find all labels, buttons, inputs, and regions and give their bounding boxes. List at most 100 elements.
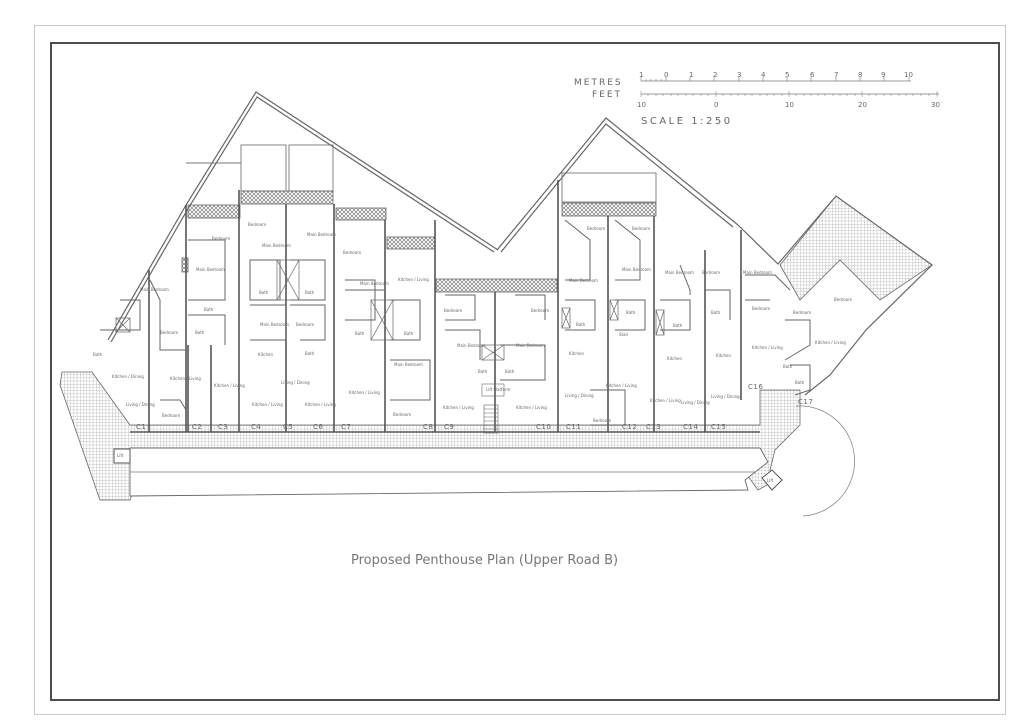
room-label: Bath	[576, 322, 586, 327]
room-label: Main Bedroom	[516, 343, 545, 348]
room-label: Main Bedroom	[307, 232, 336, 237]
room-label: Kitchen	[667, 356, 683, 361]
room-label: Bath	[711, 310, 721, 315]
stairs	[481, 383, 505, 434]
room-label: Bedroom	[752, 306, 771, 311]
room-label: Kitchen / Living	[606, 383, 637, 388]
room-label: Stair	[619, 332, 629, 337]
roof-terraces	[186, 144, 657, 203]
sheet-inner-border	[50, 42, 1000, 701]
room-label: Kitchen / Living	[752, 345, 783, 350]
room-label: Bath	[195, 330, 205, 335]
unit-label-c8: C8	[423, 423, 434, 431]
room-label: Bedroom	[444, 308, 463, 313]
room-label: Bath	[626, 310, 636, 315]
room-label: Main Bedroom	[622, 267, 651, 272]
room-label: Main Bedroom	[457, 343, 486, 348]
scale-bar-lines	[640, 77, 939, 97]
unit-label-c12: C12	[622, 423, 638, 431]
room-label: Bedroom	[632, 226, 651, 231]
room-label: Bath	[505, 369, 515, 374]
room-label: Main Bedroom	[262, 243, 291, 248]
unit-label-c17: C17	[798, 398, 814, 406]
room-label: Bath	[93, 352, 103, 357]
room-label: Main Bedroom	[260, 322, 289, 327]
unit-label-c10: C10	[536, 423, 552, 431]
unit-label-c13: C13	[646, 423, 662, 431]
room-label: Bedroom	[393, 412, 412, 417]
room-label: Bath	[305, 290, 315, 295]
room-label: Living / Dining	[281, 380, 310, 385]
unit-label-c9: C9	[444, 423, 455, 431]
room-label: Main Bedroom	[665, 270, 694, 275]
room-label: Bath	[204, 307, 214, 312]
room-label: Main Bedroom	[569, 278, 598, 283]
room-label: Bedroom	[248, 222, 267, 227]
room-label: Living / Dining	[681, 400, 710, 405]
room-label: Bedroom	[296, 322, 315, 327]
room-label: Kitchen / Living	[443, 405, 474, 410]
unit-label-c11: C11	[566, 423, 582, 431]
room-label: Bath	[673, 323, 683, 328]
room-label: Kitchen / Dining	[112, 374, 144, 379]
room-label: Kitchen	[569, 351, 585, 356]
room-label: Kitchen / Living	[214, 383, 245, 388]
unit-label-c16: C16	[748, 383, 764, 391]
unit-label-c6: C6	[313, 423, 324, 431]
room-label: Kitchen / Living	[650, 398, 681, 403]
unit-label-c2: C2	[192, 423, 203, 431]
unit-label-c14: C14	[683, 423, 699, 431]
room-label: Bath	[404, 331, 414, 336]
room-label: Main Bedroom	[743, 270, 772, 275]
unit-label-c3: C3	[218, 423, 229, 431]
lift-platform-label: Lift Platform	[486, 387, 511, 392]
room-label: Living / Dining	[126, 402, 155, 407]
room-label: Bedroom	[793, 310, 812, 315]
room-label: Kitchen / Living	[170, 376, 201, 381]
room-label: Main Bedroom	[140, 287, 169, 292]
room-label: Bedroom	[593, 418, 612, 423]
unit-label-c4: C4	[251, 423, 262, 431]
room-label: Bedroom	[587, 226, 606, 231]
room-label: Kitchen / Living	[398, 277, 429, 282]
room-label: Bedroom	[343, 250, 362, 255]
planters	[181, 190, 657, 293]
room-label: Kitchen	[258, 352, 274, 357]
room-label: Main Bedroom	[394, 362, 423, 367]
room-label: Kitchen / Living	[349, 390, 380, 395]
drawing-title: Proposed Penthouse Plan (Upper Road B)	[351, 553, 619, 568]
room-label: Bath	[478, 369, 488, 374]
room-label: Bedroom	[162, 413, 181, 418]
room-label: Bath	[783, 364, 793, 369]
lift-boxes	[113, 448, 783, 491]
scale-ratio: SCALE 1:250	[641, 116, 733, 127]
unit-label-c15: C15	[711, 423, 727, 431]
unit-label-c1: C1	[136, 423, 147, 431]
room-label: Kitchen / Living	[815, 340, 846, 345]
feet-label: FEET	[592, 90, 623, 100]
room-label: Bedroom	[702, 270, 721, 275]
room-label: Main Bedroom	[360, 281, 389, 286]
room-label: Kitchen / Living	[252, 402, 283, 407]
room-label: Bath	[795, 380, 805, 385]
lift-shafts	[115, 259, 665, 361]
door-swing-arc	[795, 405, 855, 517]
corridor	[129, 447, 769, 497]
unit-label-c5: C5	[283, 423, 294, 431]
room-label: Living / Dining	[565, 393, 594, 398]
unit-label-c7: C7	[341, 423, 352, 431]
room-label: Kitchen / Living	[516, 405, 547, 410]
room-label: Bath	[305, 351, 315, 356]
room-label: Main Bedroom	[196, 267, 225, 272]
internal-walls	[100, 219, 811, 426]
sheet-outer-border	[34, 25, 1006, 715]
room-label: Kitchen	[716, 353, 732, 358]
room-label: Bath	[259, 290, 269, 295]
room-label: Bedroom	[212, 236, 231, 241]
room-label: Bedroom	[160, 330, 179, 335]
room-label: Kitchen / Living	[305, 402, 336, 407]
lift-label: Lift	[117, 453, 124, 458]
room-label: Living / Dining	[711, 394, 740, 399]
room-label: Bedroom	[834, 297, 853, 302]
